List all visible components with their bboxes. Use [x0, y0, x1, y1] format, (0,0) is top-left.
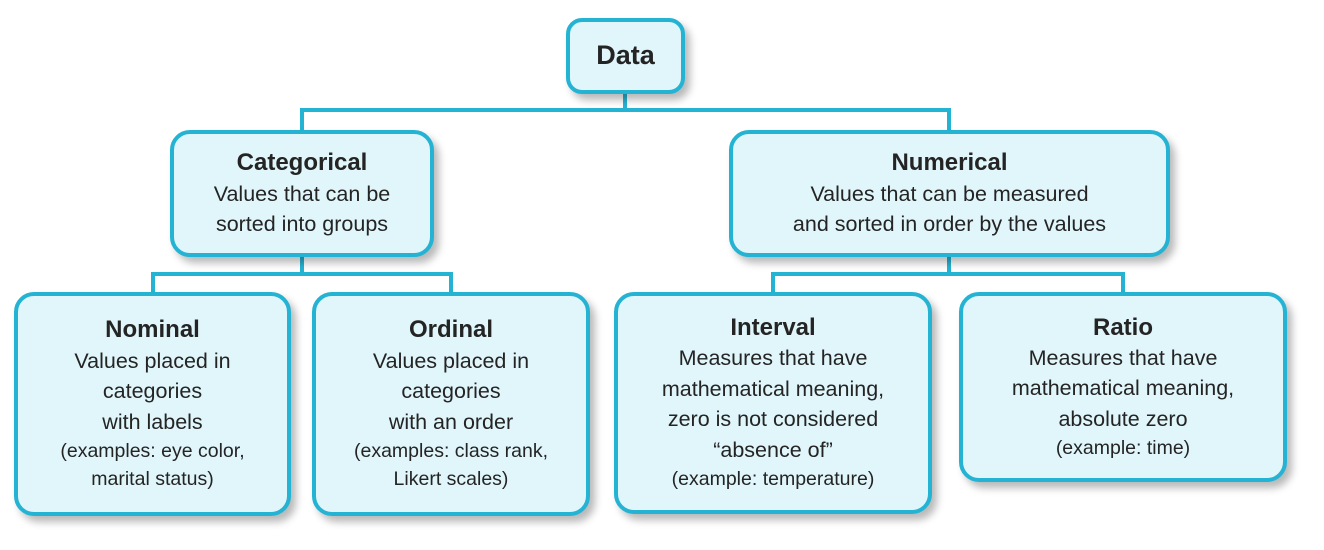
node-ordinal: Ordinal Values placed in categories with…: [312, 292, 590, 516]
node-nominal-title: Nominal: [105, 316, 200, 344]
node-ratio-example: (example: time): [1055, 437, 1191, 460]
node-categorical-title: Categorical: [236, 149, 368, 177]
connector-level1-horizontal: [300, 108, 951, 112]
node-nominal: Nominal Values placed in categories with…: [14, 292, 291, 516]
node-numerical: Numerical Values that can be measured an…: [729, 130, 1170, 257]
connector-categorical-children-horizontal: [151, 272, 453, 276]
node-ratio: Ratio Measures that have mathematical me…: [959, 292, 1287, 482]
connector-numerical-drop: [947, 108, 951, 132]
node-ratio-description: Measures that have mathematical meaning,…: [1011, 345, 1235, 431]
connector-numerical-children-horizontal: [771, 272, 1125, 276]
connector-interval-drop: [771, 272, 775, 294]
node-nominal-example: (examples: eye color, marital status): [60, 440, 245, 491]
node-interval-example: (example: temperature): [671, 468, 875, 491]
node-ratio-title: Ratio: [1093, 313, 1153, 341]
node-data-title: Data: [596, 40, 655, 71]
connector-root-vertical: [623, 92, 627, 112]
connector-categorical-drop: [300, 108, 304, 132]
node-interval-title: Interval: [730, 314, 816, 342]
node-categorical: Categorical Values that can be sorted in…: [170, 130, 434, 257]
connector-ratio-drop: [1121, 272, 1125, 294]
connector-ordinal-drop: [449, 272, 453, 294]
connector-nominal-drop: [151, 272, 155, 294]
node-nominal-description: Values placed in categories with labels: [74, 348, 231, 434]
node-data: Data: [566, 18, 685, 94]
node-ordinal-title: Ordinal: [408, 316, 493, 344]
node-interval: Interval Measures that have mathematical…: [614, 292, 932, 514]
node-ordinal-example: (examples: class rank, Likert scales): [354, 440, 548, 491]
node-ordinal-description: Values placed in categories with an orde…: [372, 348, 530, 434]
node-numerical-title: Numerical: [891, 149, 1008, 177]
connector-categorical-stem: [300, 255, 304, 276]
node-interval-description: Measures that have mathematical meaning,…: [661, 346, 885, 462]
node-categorical-description: Values that can be sorted into groups: [213, 181, 391, 237]
node-numerical-description: Values that can be measured and sorted i…: [792, 181, 1107, 237]
connector-numerical-stem: [947, 255, 951, 276]
